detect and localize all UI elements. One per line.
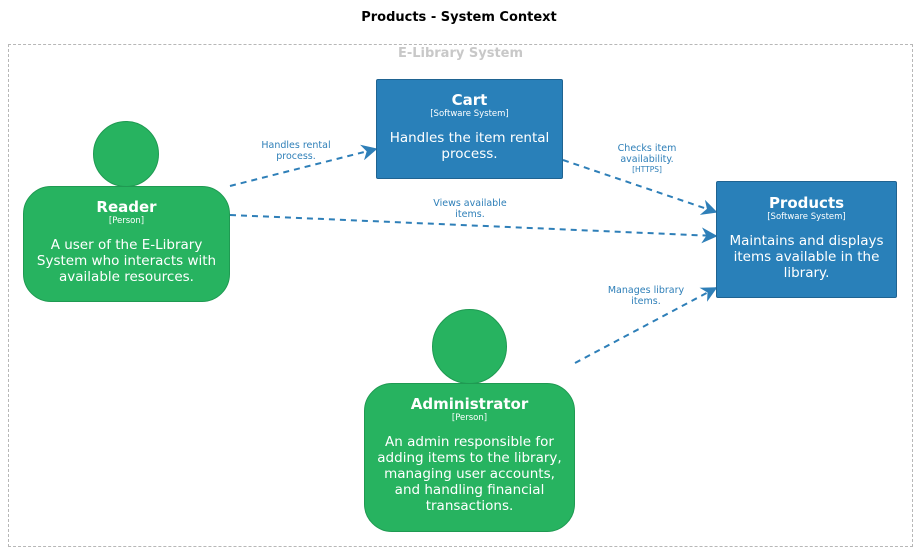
edge-label-cart-products-text: Checks item availability. bbox=[617, 143, 677, 165]
diagram-title: Products - System Context bbox=[361, 10, 557, 25]
cart-type: [Software System] bbox=[430, 109, 509, 119]
system-boundary bbox=[8, 44, 913, 547]
administrator-type: [Person] bbox=[451, 413, 488, 423]
edge-reader-products bbox=[229, 214, 718, 244]
administrator-description: An admin responsible for adding items to… bbox=[377, 434, 562, 514]
administrator-head-icon bbox=[432, 309, 507, 384]
products-type: [Software System] bbox=[767, 212, 846, 222]
edge-label-reader-cart: Handles rental process. bbox=[261, 140, 331, 162]
edge-reader-cart bbox=[229, 144, 378, 187]
edge-label-cart-products-tech: [HTTPS] bbox=[632, 165, 662, 174]
edge-label-reader-products: Views available items. bbox=[433, 198, 507, 220]
boundary-label: E-Library System bbox=[397, 46, 524, 61]
administrator-name: Administrator bbox=[410, 395, 529, 413]
products-name: Products bbox=[768, 194, 845, 212]
reader-head-icon bbox=[93, 121, 159, 187]
cart-name: Cart bbox=[451, 91, 488, 109]
reader-name: Reader bbox=[96, 198, 157, 216]
edge-label-admin-products: Manages library items. bbox=[607, 285, 685, 307]
edge-label-cart-products: Checks item availability. [HTTPS] bbox=[604, 143, 690, 174]
cart-system-box[interactable]: Cart [Software System] Handles the item … bbox=[376, 79, 563, 179]
reader-description: A user of the E-Library System who inter… bbox=[36, 237, 217, 285]
administrator-person-box[interactable]: Administrator [Person] An admin responsi… bbox=[364, 383, 575, 532]
products-description: Maintains and displays items available i… bbox=[729, 233, 884, 281]
products-system-box[interactable]: Products [Software System] Maintains and… bbox=[716, 181, 897, 298]
edge-admin-products bbox=[574, 287, 718, 364]
cart-description: Handles the item rental process. bbox=[389, 130, 550, 162]
reader-type: [Person] bbox=[108, 216, 145, 226]
edge-cart-products bbox=[562, 159, 718, 215]
reader-person-box[interactable]: Reader [Person] A user of the E-Library … bbox=[23, 186, 230, 302]
